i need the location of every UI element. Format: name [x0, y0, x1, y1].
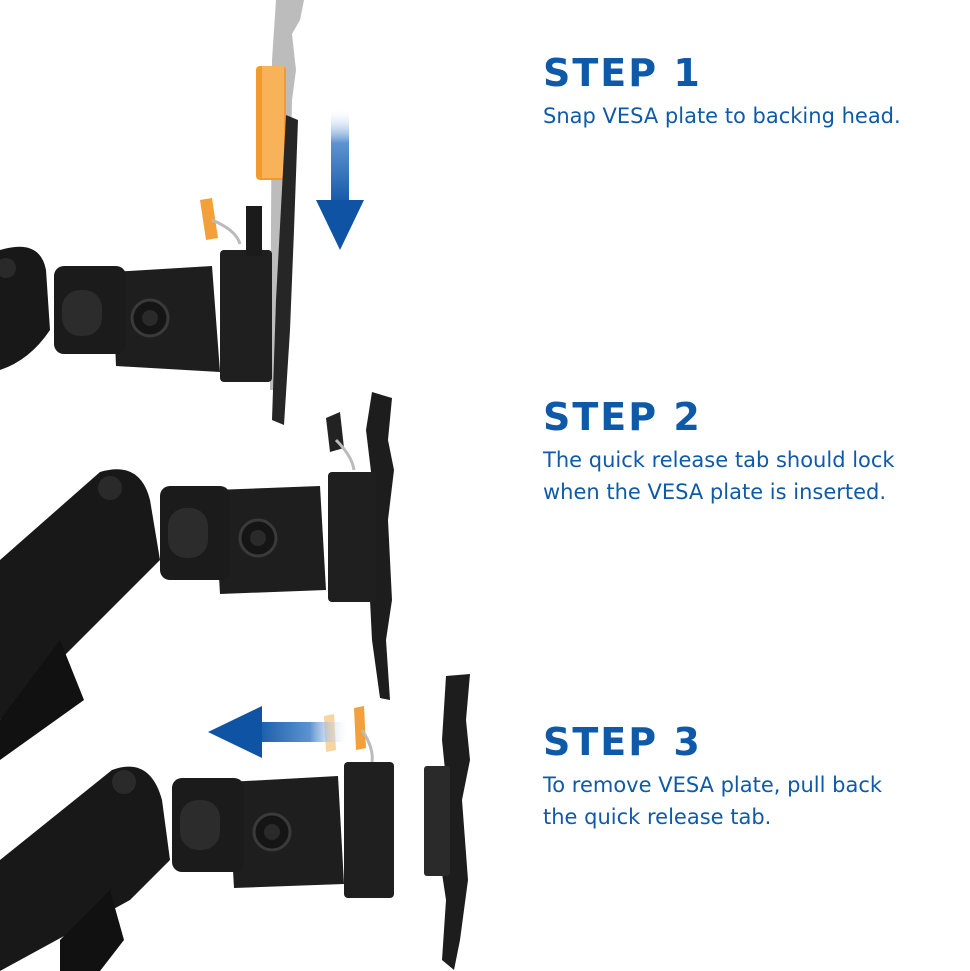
backing-head — [344, 762, 394, 898]
step-2-line-1: The quick release tab should lock — [543, 448, 895, 472]
vesa-plate — [366, 392, 394, 700]
step-1-line-1: Snap VESA plate to backing head. — [543, 104, 901, 128]
orange-tab-small — [200, 198, 218, 240]
left-arrow-icon — [208, 706, 350, 758]
step-3: STEP 3 To remove VESA plate, pull back th… — [543, 723, 882, 833]
vesa-plate — [440, 674, 470, 970]
step-3-line-1: To remove VESA plate, pull back — [543, 773, 883, 797]
step-1-description: Snap VESA plate to backing head. — [543, 100, 901, 132]
step-1: STEP 1 Snap VESA plate to backing head. — [543, 54, 901, 132]
down-arrow-icon — [316, 108, 364, 250]
step2-mount-illustration — [0, 392, 394, 760]
step-1-title: STEP 1 — [543, 51, 702, 95]
step-3-title: STEP 3 — [543, 720, 702, 764]
step-3-description: To remove VESA plate, pull back the quick… — [543, 769, 882, 833]
backing-head — [328, 472, 376, 602]
step-2-description: The quick release tab should lock when th… — [543, 444, 895, 508]
backing-head — [220, 250, 272, 382]
step-2: STEP 2 The quick release tab should lock… — [543, 398, 895, 508]
step-2-line-2: when the VESA plate is inserted. — [543, 480, 887, 504]
orange-tab — [354, 706, 366, 750]
vesa-plate-dark — [272, 115, 298, 425]
step-2-title: STEP 2 — [543, 395, 702, 439]
step1-mount-illustration — [0, 0, 304, 425]
step-3-line-2: the quick release tab. — [543, 805, 772, 829]
step3-mount-illustration — [0, 674, 470, 971]
